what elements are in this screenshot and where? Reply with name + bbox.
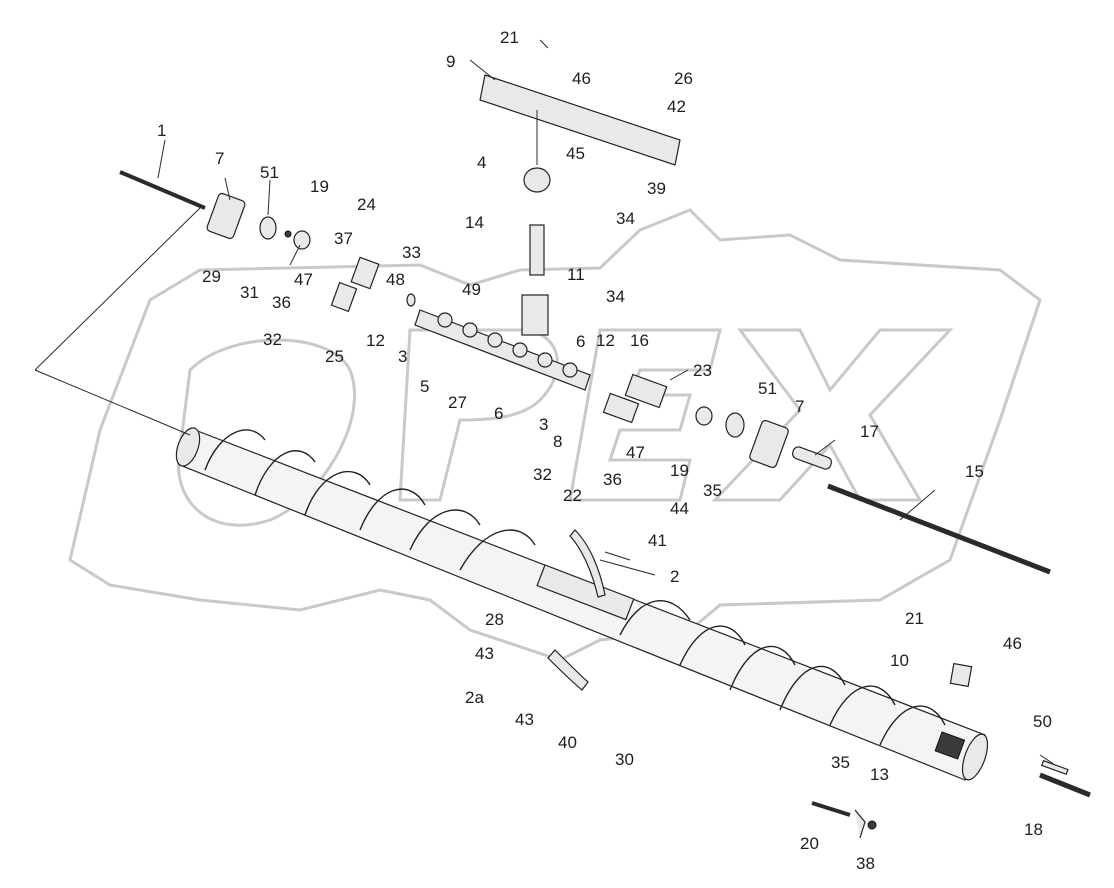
- label-5: 5: [420, 377, 429, 396]
- label-3: 3: [539, 415, 548, 434]
- label-26: 26: [674, 69, 693, 88]
- label-45: 45: [566, 144, 585, 163]
- label-38: 38: [856, 854, 875, 873]
- label-36: 36: [272, 293, 291, 312]
- part-labels: 1 7 51 19 24 37 33 48 29 31 47 36 32 25 …: [157, 28, 1052, 873]
- shaft-1: [119, 170, 311, 250]
- label-14: 14: [465, 213, 484, 232]
- label-40: 40: [558, 733, 577, 752]
- label-10: 10: [890, 651, 909, 670]
- label-27: 27: [448, 393, 467, 412]
- label-7: 7: [795, 397, 804, 416]
- label-34: 34: [616, 209, 635, 228]
- center-shaft-assembly: [330, 256, 591, 391]
- opex-watermark: [68, 208, 1042, 662]
- label-6: 6: [494, 404, 503, 423]
- label-25: 25: [325, 347, 344, 366]
- label-31: 31: [240, 283, 259, 302]
- label-32: 32: [263, 330, 282, 349]
- label-32: 32: [533, 465, 552, 484]
- label-3: 3: [398, 347, 407, 366]
- label-17: 17: [860, 422, 879, 441]
- label-22: 22: [563, 486, 582, 505]
- label-44: 44: [670, 499, 689, 518]
- label-43: 43: [475, 644, 494, 663]
- paddles: [547, 529, 606, 691]
- label-23: 23: [693, 361, 712, 380]
- label-24: 24: [357, 195, 376, 214]
- label-21: 21: [500, 28, 519, 47]
- label-4: 4: [477, 153, 486, 172]
- end-plate-10: [934, 731, 966, 760]
- label-51: 51: [758, 379, 777, 398]
- auger-flights: [204, 429, 946, 746]
- inspection-plate: [536, 564, 635, 621]
- label-30: 30: [615, 750, 634, 769]
- label-29: 29: [202, 267, 221, 286]
- label-20: 20: [800, 834, 819, 853]
- auger-tube: [175, 427, 989, 781]
- label-35: 35: [831, 753, 850, 772]
- upper-bracket-assembly: [479, 74, 681, 336]
- label-2: 2: [670, 567, 679, 586]
- right-end-parts: [811, 662, 1091, 839]
- label-34: 34: [606, 287, 625, 306]
- label-11: 11: [567, 265, 585, 284]
- label-49: 49: [462, 280, 481, 299]
- label-37: 37: [334, 229, 353, 248]
- label-51: 51: [260, 163, 279, 182]
- label-12: 12: [366, 331, 385, 350]
- label-19: 19: [670, 461, 689, 480]
- label-50: 50: [1033, 712, 1052, 731]
- leader-lines: [34, 39, 1056, 766]
- label-43: 43: [515, 710, 534, 729]
- label-9: 9: [446, 52, 455, 71]
- label-47: 47: [294, 270, 313, 289]
- label-2a: 2a: [465, 688, 484, 707]
- label-39: 39: [647, 179, 666, 198]
- label-46: 46: [572, 69, 591, 88]
- label-16: 16: [630, 331, 649, 350]
- label-28: 28: [485, 610, 504, 629]
- label-19: 19: [310, 177, 329, 196]
- label-33: 33: [402, 243, 421, 262]
- label-8: 8: [553, 432, 562, 451]
- label-12: 12: [596, 331, 615, 350]
- label-42: 42: [667, 97, 686, 116]
- label-15: 15: [965, 462, 984, 481]
- label-21: 21: [905, 609, 924, 628]
- label-1: 1: [157, 121, 166, 140]
- label-13: 13: [870, 765, 889, 784]
- label-47: 47: [626, 443, 645, 462]
- label-41: 41: [648, 531, 667, 550]
- label-7: 7: [215, 149, 224, 168]
- right-bearing-assembly: [602, 373, 1051, 575]
- label-46: 46: [1003, 634, 1022, 653]
- label-48: 48: [386, 270, 405, 289]
- label-36: 36: [603, 470, 622, 489]
- label-6: 6: [576, 332, 585, 351]
- label-18: 18: [1024, 820, 1043, 839]
- label-35: 35: [703, 481, 722, 500]
